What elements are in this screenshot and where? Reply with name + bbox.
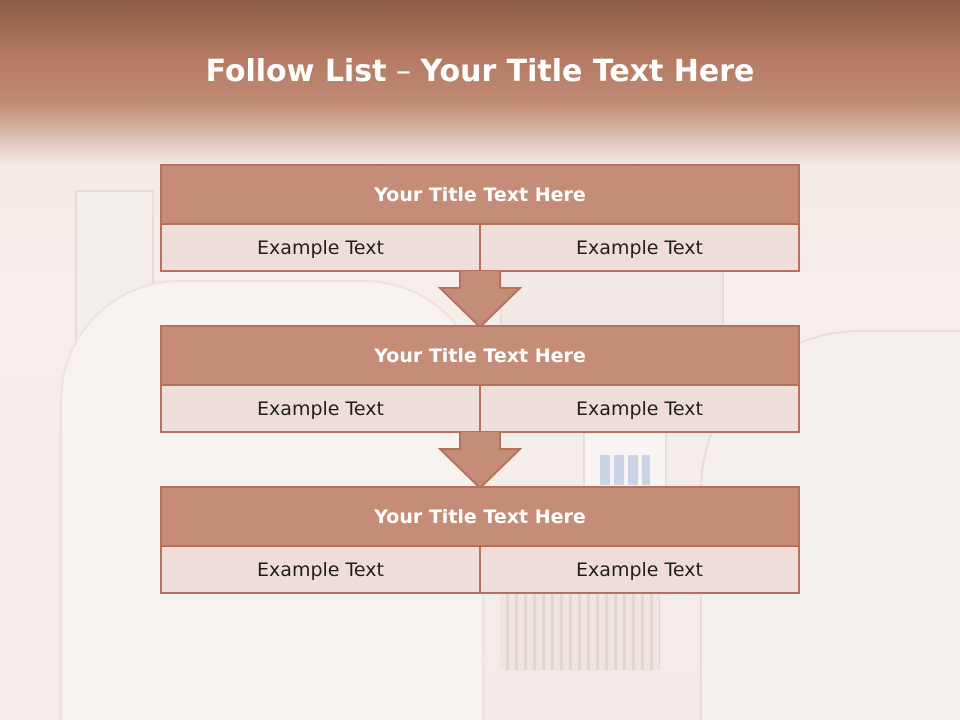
block-row: Example Text Example Text — [162, 225, 798, 270]
slide-title-separator: – — [386, 54, 421, 89]
block-cell-left: Example Text — [162, 547, 479, 592]
block-heading: Your Title Text Here — [162, 327, 798, 386]
follow-block-1: Your Title Text Here Example Text Exampl… — [160, 164, 800, 272]
block-cell-left: Example Text — [162, 386, 479, 431]
block-cell-right: Example Text — [479, 547, 798, 592]
block-heading: Your Title Text Here — [162, 166, 798, 225]
header-band — [0, 0, 960, 165]
block-heading: Your Title Text Here — [162, 488, 798, 547]
down-arrow-icon — [438, 270, 522, 328]
background-panel-keys — [600, 455, 650, 485]
block-cell-right: Example Text — [479, 225, 798, 270]
down-arrow-icon — [438, 431, 522, 489]
background-radiator — [500, 580, 660, 670]
follow-block-2: Your Title Text Here Example Text Exampl… — [160, 325, 800, 433]
slide-title: Follow List – Your Title Text Here — [0, 54, 960, 89]
block-cell-right: Example Text — [479, 386, 798, 431]
block-row: Example Text Example Text — [162, 547, 798, 592]
slide-title-rest: Your Title Text Here — [420, 54, 755, 89]
block-row: Example Text Example Text — [162, 386, 798, 431]
block-cell-left: Example Text — [162, 225, 479, 270]
slide-title-bold: Follow List — [205, 54, 387, 89]
follow-block-3: Your Title Text Here Example Text Exampl… — [160, 486, 800, 594]
